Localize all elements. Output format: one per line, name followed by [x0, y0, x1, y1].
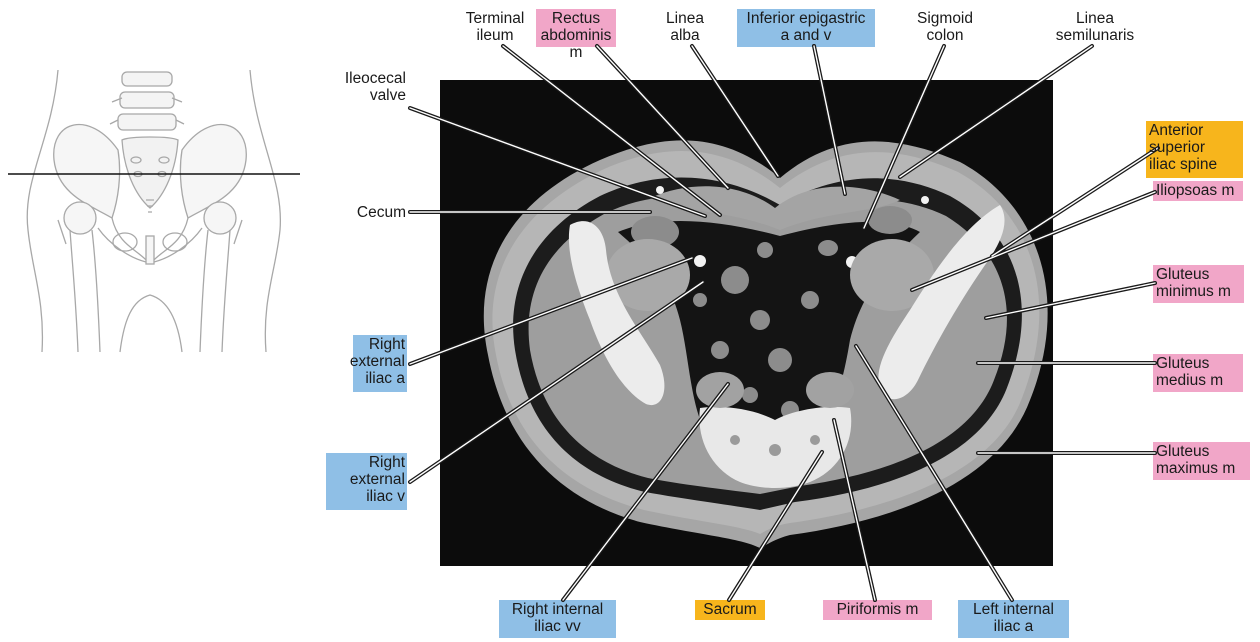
label-piriformis: Piriformis m [836, 601, 919, 618]
label-cecum: Cecum [356, 204, 406, 221]
pelvis-orientation-diagram [26, 69, 282, 353]
ct-scan-image [440, 80, 1053, 566]
label-iliopsoas: Iliopsoas m [1156, 182, 1235, 199]
label-sacrum: Sacrum [703, 601, 757, 618]
leader-lines [408, 44, 1160, 602]
label-highlights [326, 9, 1250, 638]
